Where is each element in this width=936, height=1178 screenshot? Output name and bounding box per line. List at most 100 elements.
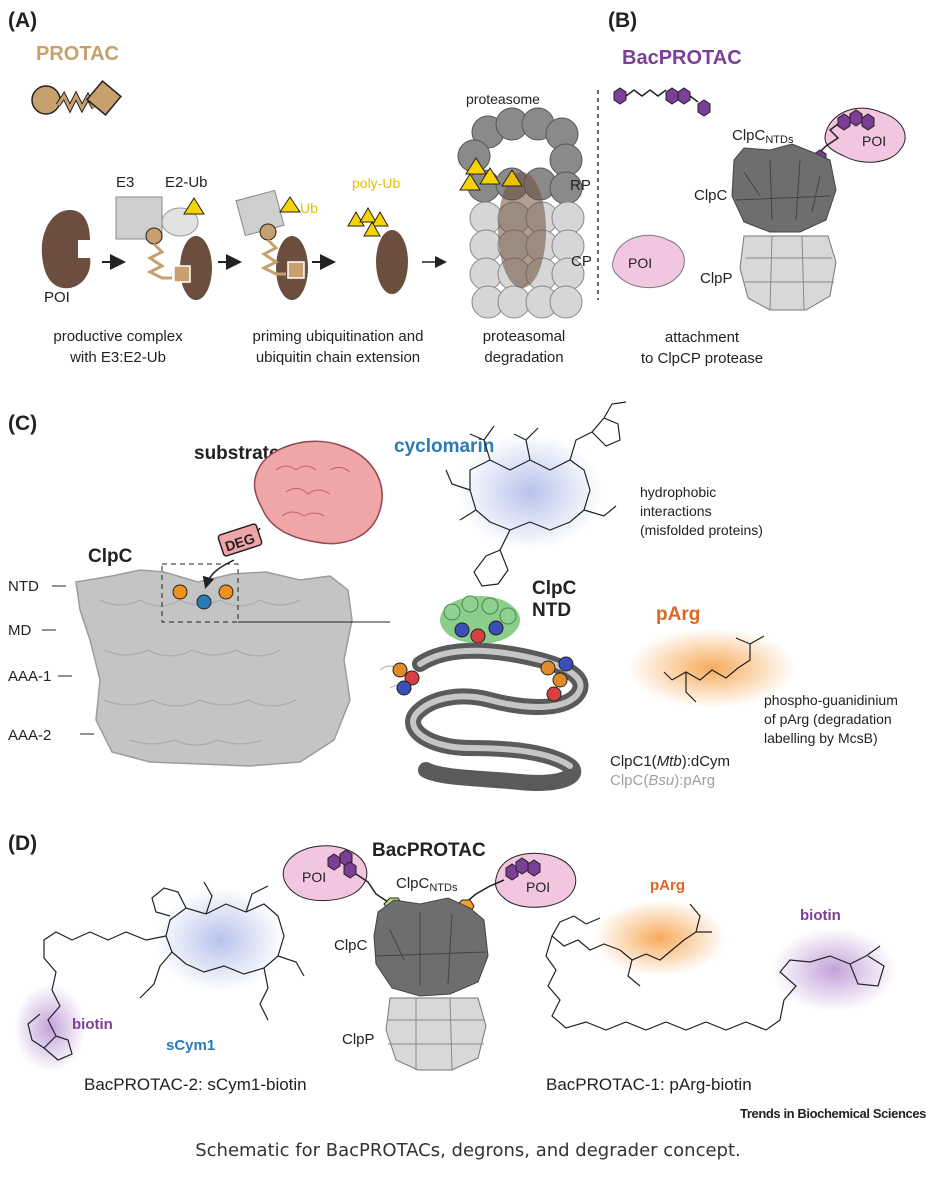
poi-right-label: POI (526, 879, 550, 895)
svg-text:hydrophobic: hydrophobic (640, 484, 716, 500)
svg-text:ubiquitin chain extension: ubiquitin chain extension (256, 349, 420, 366)
bacprotac-title: BacPROTAC (622, 47, 742, 69)
clpp-complex-shape (739, 235, 837, 311)
clpp-label: ClpP (700, 270, 733, 287)
svg-text:(misfolded proteins): (misfolded proteins) (640, 522, 763, 538)
parg-structure-drawing (663, 635, 765, 703)
clpc-ntd-title-2: NTD (532, 600, 571, 621)
parg-title-c: pArg (656, 604, 700, 625)
step3-caption: proteasomal degradation (483, 328, 566, 366)
biotin-left-glow (14, 984, 86, 1072)
ub-label: Ub (300, 200, 318, 216)
bacprotac1-name: BacPROTAC-1: pArg-biotin (546, 1075, 752, 1094)
biotin-left-label: biotin (72, 1016, 113, 1033)
parg-label-d: pArg (650, 877, 685, 894)
svg-text:proteasomal: proteasomal (483, 328, 566, 345)
md-label: MD (8, 622, 31, 639)
biotin-right-glow (772, 928, 896, 1012)
e2ub-label: E2-Ub (165, 174, 208, 191)
parg-site-dot-2 (218, 584, 234, 600)
protac-title: PROTAC (36, 43, 119, 65)
clpp-complex-d-shape (385, 997, 487, 1071)
panel-b-caption-1: attachment (665, 329, 740, 346)
panel-c-label: (C) (8, 412, 37, 435)
polyub-chain-icon (347, 206, 389, 237)
svg-text:phospho-guanidinium: phospho-guanidinium (764, 692, 898, 708)
ntd-label: NTD (8, 578, 39, 595)
clpp-label-d: ClpP (342, 1031, 375, 1048)
proteasome-label: proteasome (466, 91, 540, 107)
substrate-shape (253, 440, 383, 545)
aaa2-label: AAA-2 (8, 727, 51, 744)
parg-glow-d (594, 900, 726, 976)
panel-d-label: (D) (8, 832, 37, 855)
figure-caption: Schematic for BacPROTACs, degrons, and d… (195, 1140, 741, 1161)
bacprotac-title-d: BacPROTAC (372, 840, 486, 861)
panel-b: (B) BacPROTAC ClpCNTDs POI ClpC ClpP POI (608, 9, 906, 367)
poi-free-shape (612, 234, 685, 288)
panel-a-label: (A) (8, 9, 37, 32)
scym1-glow (156, 888, 284, 992)
clpc-ntds-label: ClpCNTDs (732, 127, 794, 146)
parg-site-dot (172, 584, 188, 600)
cp-label: CP (571, 253, 592, 270)
svg-text:of pArg (degradation: of pArg (degradation (764, 711, 892, 727)
journal-label: Trends in Biochemical Sciences (740, 1106, 926, 1121)
ntd-zoom-box (161, 563, 239, 623)
clpc-ntd-title-1: ClpC (532, 578, 577, 599)
clpc-complex-d-shape (373, 897, 489, 997)
legend-bsu-parg: ClpC(Bsu):pArg (610, 772, 715, 789)
step1-caption: productive complex with E3:E2-Ub (53, 328, 183, 366)
clpc-surface-shape (75, 569, 353, 767)
substrate-label: substrate (194, 443, 280, 464)
polyub-label: poly-Ub (352, 175, 400, 191)
poi-bound-label: POI (862, 133, 886, 149)
poi-free-label: POI (628, 255, 652, 271)
rp-label: RP (570, 177, 591, 194)
clpc-complex-shape (731, 143, 837, 233)
panel-b-caption-2: to ClpCP protease (641, 350, 763, 367)
svg-text:productive complex: productive complex (53, 328, 183, 345)
svg-text:interactions: interactions (640, 503, 712, 519)
parg-glow (628, 628, 796, 708)
svg-text:priming ubiquitination and: priming ubiquitination and (253, 328, 424, 345)
parg-biotin-structure-drawing (545, 903, 885, 1031)
biotin-right-label: biotin (800, 907, 841, 924)
poi-shape (41, 210, 91, 289)
e3-ligase-shape-2 (235, 189, 285, 237)
poi-shape-4 (376, 230, 408, 294)
scym1-label: sCym1 (166, 1037, 215, 1054)
aaa1-label: AAA-1 (8, 668, 51, 685)
panel-a: (A) PROTAC POI E3 E2-Ub Ub po (8, 9, 592, 366)
e3-label: E3 (116, 174, 134, 191)
svg-text:with E3:E2-Ub: with E3:E2-Ub (69, 349, 166, 366)
panel-b-label: (B) (608, 9, 637, 32)
cyclomarin-site-dot (196, 594, 212, 610)
deg-tag (217, 523, 263, 557)
panel-c: (C) substrate DEG ClpC NTD MD AAA-1 AAA-… (8, 401, 898, 791)
bacprotac-molecule-icon (613, 87, 711, 117)
clpc-title-c: ClpC (88, 546, 133, 567)
poi-left-label: POI (302, 869, 326, 885)
cyclomarin-title: cyclomarin (394, 436, 494, 457)
parg-note: phospho-guanidinium of pArg (degradation… (764, 692, 898, 746)
clpc-ntd-ribbon-structure (379, 595, 589, 791)
cyclomarin-note: hydrophobic interactions (misfolded prot… (640, 484, 763, 538)
panel-d: (D) BacPROTAC POI POI ClpCNTDs ClpC ClpP (8, 832, 896, 1094)
proteasome-shape (457, 107, 585, 319)
clpc-label-d: ClpC (334, 937, 368, 954)
bacprotac2-name: BacPROTAC-2: sCym1-biotin (84, 1075, 307, 1094)
poi-label: POI (44, 289, 70, 306)
clpc-ntds-label-d: ClpCNTDs (396, 875, 458, 894)
svg-text:degradation: degradation (484, 349, 563, 366)
svg-text:labelling by McsB): labelling by McsB) (764, 730, 878, 746)
step2-caption: priming ubiquitination and ubiquitin cha… (253, 328, 424, 366)
e2-shape (161, 207, 199, 237)
ub-triangle-icon (183, 197, 205, 215)
clpc-label: ClpC (694, 187, 728, 204)
cyclomarin-structure-drawing (445, 401, 627, 587)
protac-molecule-icon (31, 80, 122, 116)
cyclomarin-glow (458, 434, 602, 550)
legend-mtb-dcym: ClpC1(Mtb):dCym (610, 753, 730, 770)
